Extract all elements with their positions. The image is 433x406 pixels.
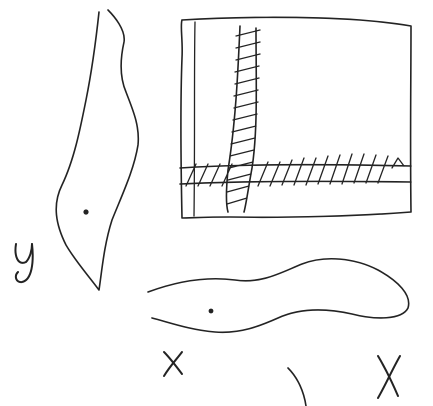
vertical-hatching: [227, 30, 260, 204]
x-label-glyph: [164, 352, 182, 376]
joint-box: [180, 17, 411, 218]
y-label-glyph: [15, 244, 32, 282]
X-label-glyph: [378, 356, 400, 398]
x-density-shape: [148, 259, 409, 333]
y-point-dot: [83, 209, 88, 214]
stray-curve: [288, 368, 306, 406]
x-point-dot: [209, 309, 214, 314]
y-density-shape: [56, 10, 138, 290]
